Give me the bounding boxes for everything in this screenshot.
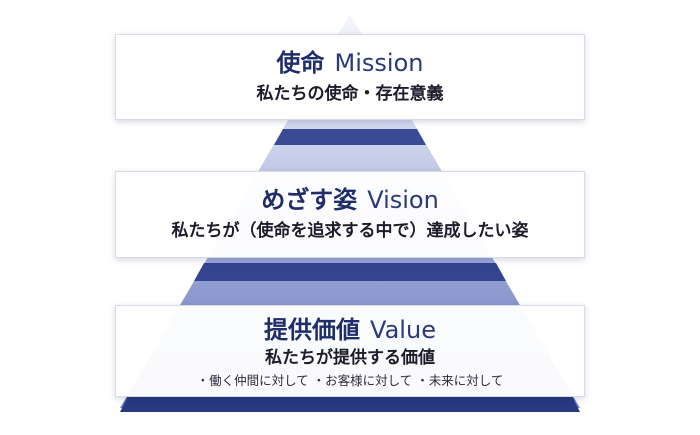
value-subtitle: 私たちが提供する価値	[265, 348, 435, 368]
value-title-jp: 提供価値	[264, 316, 361, 344]
pyramid-band-1	[274, 129, 426, 145]
vision-title: めざす姿 Vision	[116, 188, 584, 212]
mission-title-jp: 使命	[276, 49, 325, 77]
mission-subtitle: 私たちの使命・存在意義	[256, 84, 444, 104]
pyramid-base-band	[120, 396, 580, 412]
mission-card: 使命 Mission 私たちの使命・存在意義	[115, 34, 585, 120]
vision-card: めざす姿 Vision 私たちが（使命を追求する中で）達成したい姿	[115, 171, 585, 258]
pyramid-band-2	[194, 263, 506, 281]
value-title-en: Value	[370, 316, 436, 344]
vision-subtitle: 私たちが（使命を追求する中で）達成したい姿	[171, 221, 529, 241]
value-title: 提供価値 Value	[116, 318, 584, 342]
vision-title-jp: めざす姿	[261, 186, 358, 214]
mission-title: 使命 Mission	[116, 51, 584, 75]
mission-title-en: Mission	[334, 49, 424, 77]
vision-title-en: Vision	[367, 186, 439, 214]
value-note: ・働く仲間に対して ・お客様に対して ・未来に対して	[196, 373, 504, 388]
value-card: 提供価値 Value 私たちが提供する価値 ・働く仲間に対して ・お客様に対して …	[115, 305, 585, 397]
